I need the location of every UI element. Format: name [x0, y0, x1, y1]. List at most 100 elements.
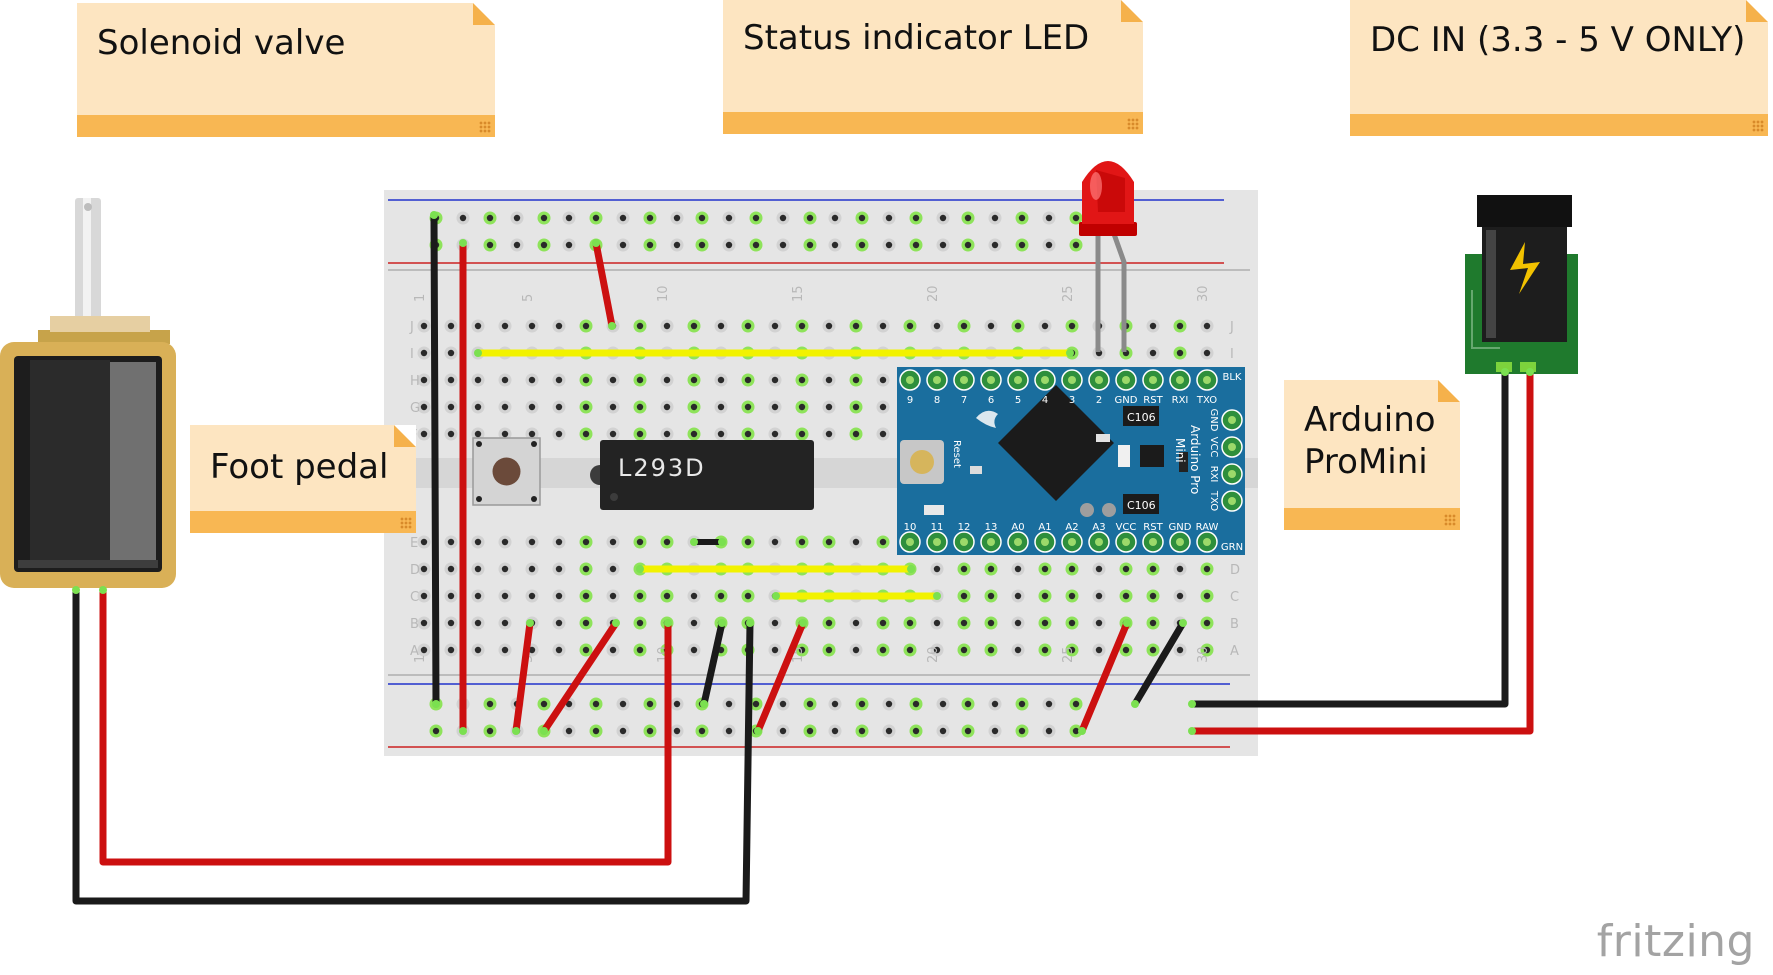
- arduino-pin-label: 10: [904, 522, 917, 533]
- arduino-pin-label: 5: [1015, 395, 1021, 406]
- arduino-cap-label-2: C106: [1127, 499, 1156, 512]
- arduino-pins: [899, 369, 1243, 553]
- column-number: 30: [1196, 285, 1211, 302]
- arduino-pin-label: GND: [1169, 522, 1192, 533]
- column-number: 5: [521, 294, 536, 302]
- resize-grip-icon[interactable]: [400, 517, 412, 529]
- arduino-pin-label: RST: [1143, 395, 1163, 406]
- arduino-side-label-bottom: GRN: [1221, 542, 1243, 553]
- row-letter: J: [1229, 320, 1234, 335]
- arduino-pin-label: 7: [961, 395, 967, 406]
- wire-red-dc[interactable]: [1188, 368, 1534, 735]
- column-number: 1: [413, 294, 428, 302]
- arduino-pin-label: 4: [1042, 395, 1048, 406]
- arduino-pin-label: RXI: [1172, 395, 1189, 406]
- arduino-pin-label: 8: [934, 395, 940, 406]
- arduino-pin-label: A3: [1092, 522, 1105, 533]
- wire-black-diag-1[interactable]: [700, 619, 726, 708]
- column-number: 20: [926, 646, 941, 663]
- arduino-pin-label: 12: [958, 522, 971, 533]
- arduino-side-label-top: BLK: [1223, 372, 1242, 383]
- resize-grip-icon[interactable]: [1752, 120, 1764, 132]
- column-number: 25: [1061, 285, 1076, 302]
- wire-black-solenoid[interactable]: [72, 586, 754, 905]
- arduino-pin-label: 2: [1096, 395, 1102, 406]
- wire-black-dc[interactable]: [1188, 368, 1509, 708]
- wire-black-rail-left[interactable]: [430, 211, 440, 708]
- arduino-pin-label: GND: [1115, 395, 1138, 406]
- row-letter: J: [409, 320, 414, 335]
- arduino-pin-label: VCC: [1116, 522, 1137, 533]
- column-number: 1: [413, 655, 428, 663]
- wire-red-diag-2[interactable]: [540, 619, 620, 735]
- wire-black-diag-2[interactable]: [1131, 619, 1187, 708]
- note-text: Foot pedal: [210, 447, 389, 487]
- resize-grip-icon[interactable]: [1444, 514, 1456, 526]
- arduino-pin-label: GND: [1208, 409, 1219, 432]
- arduino-pin-label: 3: [1069, 395, 1075, 406]
- column-number: 10: [656, 285, 671, 302]
- row-letter: I: [410, 347, 414, 362]
- arduino-pin-label: VCC: [1208, 437, 1219, 458]
- row-letter: I: [1230, 347, 1234, 362]
- column-number: 15: [791, 285, 806, 302]
- row-letter: E: [410, 536, 418, 551]
- arduino-pin-label: 13: [985, 522, 998, 533]
- wire-red-solenoid[interactable]: [99, 586, 672, 866]
- breadboard-labels: 115510101515202025253030JJIIHHGGFFEEDDCC…: [409, 285, 1240, 663]
- push-button: [472, 437, 541, 506]
- arduino-pin-label: 11: [931, 522, 944, 533]
- chip-label: L293D: [618, 454, 706, 482]
- arduino-pin-label: RXI: [1208, 466, 1219, 483]
- row-letter: B: [1230, 617, 1239, 632]
- note-text-line-1: Arduino: [1304, 400, 1436, 440]
- column-number: 20: [926, 285, 941, 302]
- row-letter: G: [410, 401, 420, 416]
- arduino-pin-label: A1: [1038, 522, 1051, 533]
- wire-red-diag-1[interactable]: [512, 619, 534, 735]
- wire-red-diag-4[interactable]: [1078, 619, 1131, 735]
- note-status-led[interactable]: Status indicator LED: [723, 0, 1143, 134]
- note-text: Solenoid valve: [97, 23, 346, 63]
- note-solenoid-valve[interactable]: Solenoid valve: [77, 3, 495, 137]
- arduino-pin-label: 9: [907, 395, 913, 406]
- dc-jack: [1465, 195, 1578, 374]
- arduino-pin-label: A2: [1065, 522, 1078, 533]
- column-number: 30: [1196, 646, 1211, 663]
- note-foot-pedal[interactable]: Foot pedal: [190, 425, 416, 533]
- arduino-reset-label: Reset: [951, 440, 962, 468]
- arduino-pin-label: 6: [988, 395, 994, 406]
- resize-grip-icon[interactable]: [1127, 118, 1139, 130]
- arduino-pin-label: RST: [1143, 522, 1163, 533]
- l293d-chip: [590, 440, 814, 510]
- arduino-pin-label: TXO: [1196, 395, 1217, 406]
- arduino-pin-label: A0: [1011, 522, 1024, 533]
- arduino-pin-label: TXO: [1208, 490, 1219, 511]
- wires: [72, 211, 1534, 905]
- status-led: [1079, 161, 1137, 352]
- column-number: 25: [1061, 646, 1076, 663]
- row-letter: D: [410, 563, 420, 578]
- fritzing-logo: fritzing: [1596, 916, 1755, 967]
- arduino-pro-mini: [897, 367, 1245, 555]
- arduino-cap-label-1: C106: [1127, 411, 1156, 424]
- row-letter: C: [410, 590, 419, 605]
- note-dc-in[interactable]: DC IN (3.3 - 5 V ONLY): [1350, 0, 1768, 136]
- row-letter: H: [410, 374, 420, 389]
- arduino-board-text-1: Arduino Pro: [1188, 425, 1202, 494]
- row-letter: A: [1230, 644, 1239, 659]
- wire-red-top-short[interactable]: [592, 239, 616, 330]
- arduino-board-text-2: Mini: [1173, 438, 1187, 463]
- note-text-line-2: ProMini: [1304, 442, 1428, 482]
- note-arduino-promini[interactable]: Arduino ProMini: [1284, 380, 1460, 530]
- solenoid-valve: [0, 198, 176, 588]
- row-letter: C: [1230, 590, 1239, 605]
- row-letter: A: [410, 644, 419, 659]
- row-letter: D: [1230, 563, 1240, 578]
- note-text: DC IN (3.3 - 5 V ONLY): [1370, 20, 1746, 60]
- resize-grip-icon[interactable]: [479, 121, 491, 133]
- wire-red-diag-3[interactable]: [754, 619, 807, 735]
